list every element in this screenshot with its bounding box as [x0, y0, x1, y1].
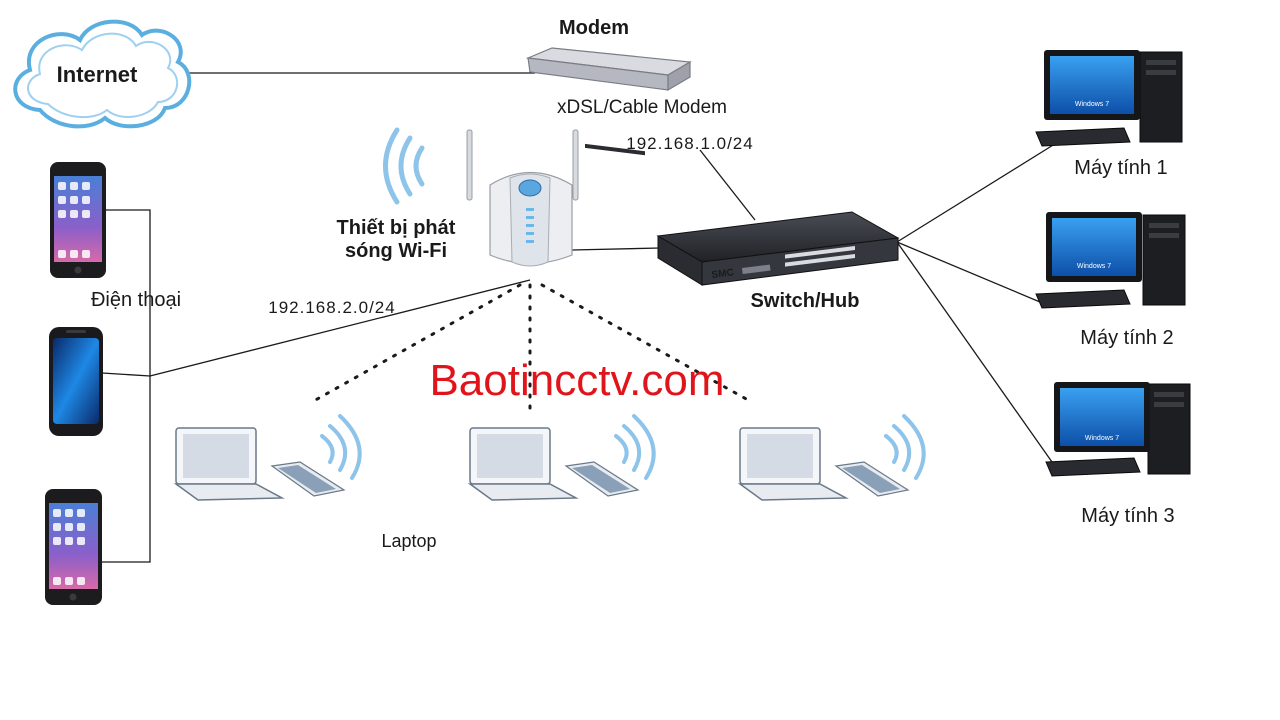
laptop-icon-2: [467, 414, 656, 501]
laptop-icon-1: [173, 414, 362, 501]
computer-icon-1: Windows 7 Máy tính 1: [1035, 50, 1183, 179]
laptops: Laptop: [173, 414, 926, 551]
phone-icon-3: [45, 489, 102, 605]
computer-icon-2: Windows 7 Máy tính 2: [1035, 212, 1186, 349]
computer-label-3: Máy tính 3: [1081, 505, 1174, 527]
link-modem-switch: [699, 149, 756, 221]
switch-label: Switch/Hub: [751, 290, 860, 312]
computer-label-1: Máy tính 1: [1074, 157, 1167, 179]
link-phone-2: [101, 372, 151, 377]
modem-title: Modem: [559, 17, 629, 39]
wifi-access-point: Thiết bị phát sóng Wi-Fi 192.168.2.0/24: [268, 127, 579, 317]
modem-subnet: 192.168.1.0/24: [626, 134, 753, 153]
internet-label: Internet: [57, 62, 138, 87]
wireless-links: [310, 283, 750, 412]
wifi-label-line2: sóng Wi-Fi: [345, 240, 447, 262]
link-switch-pc3: [896, 241, 1053, 463]
switch-brand: SMC: [711, 267, 734, 281]
link-wifi-phones: [149, 279, 531, 377]
computer-os-badge-1: Windows 7: [1075, 101, 1109, 108]
watermark: Baotincctv.com: [429, 356, 724, 405]
wireless-link-laptop-1: [310, 283, 522, 404]
link-switch-pc1: [896, 141, 1059, 243]
connection-lines: [101, 72, 1059, 563]
link-wifi-switch: [571, 247, 661, 251]
switch-ports: [785, 246, 855, 267]
phones: Điện thoại: [45, 162, 181, 605]
phone-icon-1: [50, 162, 106, 278]
wireless-link-laptop-3: [540, 283, 750, 402]
phones-label: Điện thoại: [91, 289, 181, 311]
internet-cloud: Internet: [13, 19, 192, 129]
computers: Windows 7 Máy tính 1 Windows 7 Máy tính …: [1035, 50, 1191, 527]
computer-os-badge-3: Windows 7: [1085, 435, 1119, 442]
link-switch-pc2: [896, 241, 1041, 303]
switch-hub: SMC Switch/Hub: [656, 211, 900, 312]
modem: Modem xDSL/Cable Modem 192.168.1.0/24: [525, 17, 753, 156]
wifi-subnet: 192.168.2.0/24: [268, 298, 395, 317]
computer-icon-3: Windows 7 Máy tính 3: [1045, 382, 1191, 527]
computer-label-2: Máy tính 2: [1080, 327, 1173, 349]
wifi-label-line1: Thiết bị phát: [337, 217, 456, 239]
phone-bracket: [102, 209, 151, 563]
laptops-label: Laptop: [381, 531, 436, 551]
wifi-wave-icon: [383, 127, 425, 205]
phone-icon-2: [49, 327, 103, 436]
laptop-icon-3: [737, 414, 926, 501]
modem-subtitle: xDSL/Cable Modem: [557, 97, 727, 118]
computer-os-badge-2: Windows 7: [1077, 263, 1111, 270]
